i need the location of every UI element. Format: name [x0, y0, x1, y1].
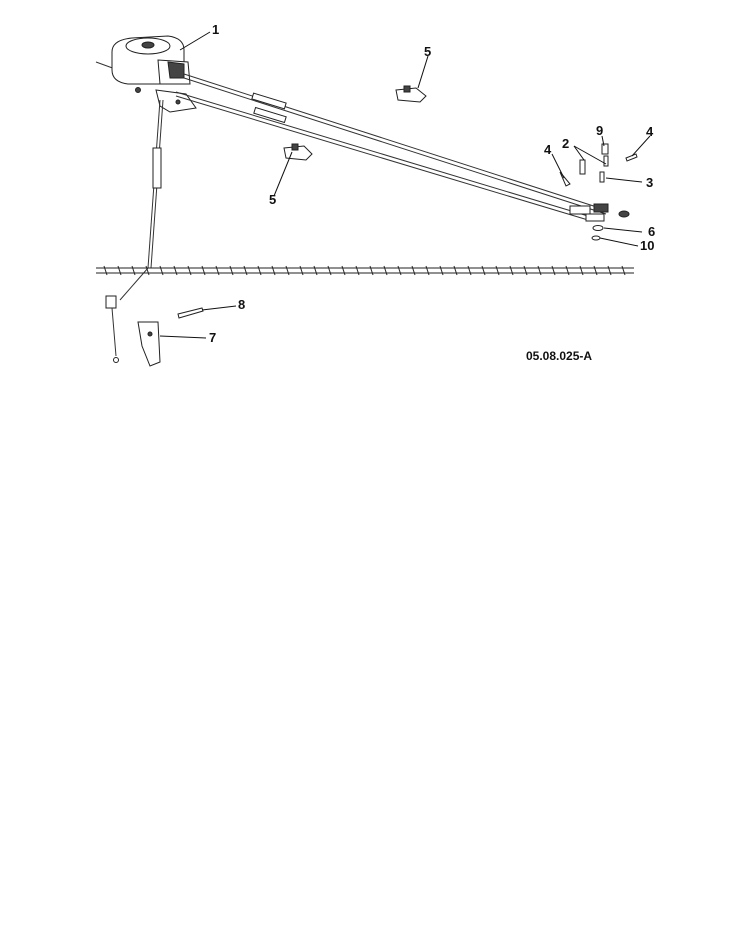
cable-clip-lower — [283, 143, 313, 161]
rail-tick — [453, 265, 458, 276]
rail-tick — [537, 265, 542, 276]
rail-tick — [173, 265, 178, 276]
callout-10: 10 — [640, 238, 654, 253]
cable-clip-upper — [395, 85, 427, 103]
callout-9: 9 — [596, 123, 603, 138]
rail-tick — [425, 265, 430, 276]
rail-tick — [341, 265, 346, 276]
rail-tick — [551, 265, 556, 276]
rail-tick — [411, 265, 416, 276]
rail-tick — [439, 265, 444, 276]
rail-tick — [495, 265, 500, 276]
rail-tick — [285, 265, 290, 276]
rail-tick — [327, 265, 332, 276]
rail-tick — [145, 265, 150, 276]
rail-tick — [243, 265, 248, 276]
cable-end-fittings — [569, 203, 630, 222]
rail-tick — [607, 265, 612, 276]
callout-4-left: 4 — [544, 142, 552, 157]
rail-tick — [621, 265, 626, 276]
rail-tick — [299, 265, 304, 276]
rail-tick — [271, 265, 276, 276]
rail-tick — [593, 265, 598, 276]
small-hardware — [559, 143, 638, 241]
rail-tick — [565, 265, 570, 276]
callout-7: 7 — [209, 330, 216, 345]
control-cables — [175, 73, 607, 221]
rail-tick — [313, 265, 318, 276]
rail-tick — [355, 265, 360, 276]
rail-tick — [229, 265, 234, 276]
callout-4-right: 4 — [646, 124, 654, 139]
rail-tick — [215, 265, 220, 276]
rail-tick — [131, 265, 136, 276]
drive-housing — [95, 35, 191, 93]
frame-rail — [96, 265, 634, 276]
rail-tick — [523, 265, 528, 276]
callout-3: 3 — [646, 175, 653, 190]
rail-tick — [257, 265, 262, 276]
rail-tick — [187, 265, 192, 276]
callout-5-lower: 5 — [269, 192, 276, 207]
rail-tick — [481, 265, 486, 276]
vertical-cable — [119, 99, 164, 301]
callout-5-upper: 5 — [424, 44, 431, 59]
callout-1: 1 — [212, 22, 219, 37]
rail-tick — [117, 265, 122, 276]
figure-reference: 05.08.025-A — [526, 349, 592, 363]
rail-tick — [369, 265, 374, 276]
rail-tick — [103, 265, 108, 276]
rail-tick — [397, 265, 402, 276]
callout-8: 8 — [238, 297, 245, 312]
rail-tick — [383, 265, 388, 276]
rail-tick — [159, 265, 164, 276]
pin — [177, 307, 204, 319]
rail-tick — [467, 265, 472, 276]
lower-cable-end — [105, 295, 119, 363]
rail-tick — [201, 265, 206, 276]
leader-lines — [159, 31, 651, 339]
rail-tick — [579, 265, 584, 276]
callout-2: 2 — [562, 136, 569, 151]
rail-tick — [509, 265, 514, 276]
callout-6: 6 — [648, 224, 655, 239]
support-bracket — [137, 321, 161, 367]
